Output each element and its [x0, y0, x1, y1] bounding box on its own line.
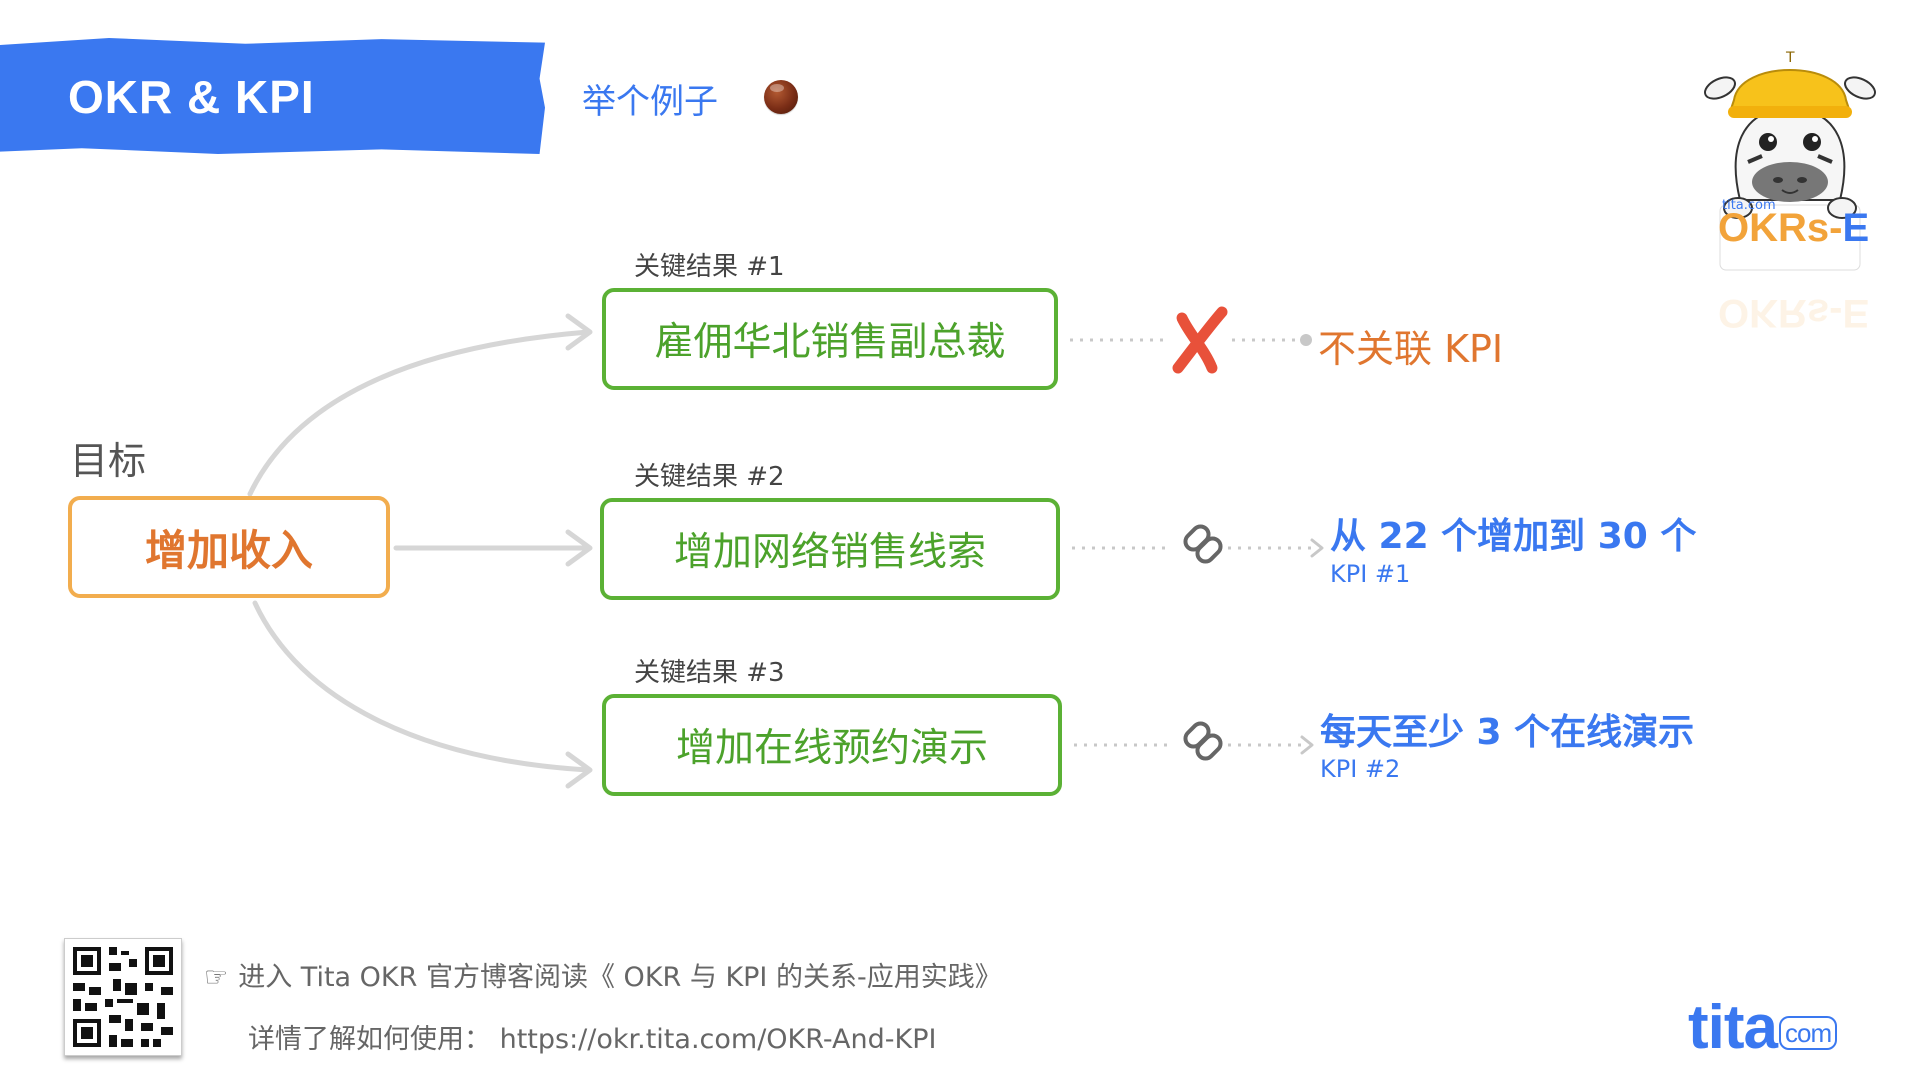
- kr2-caption: 关键结果 #2: [634, 462, 785, 492]
- arrowhead-kr2: [565, 529, 593, 567]
- dotted-arrowhead-kr2: [1310, 538, 1324, 558]
- kr3-kpi-id: KPI #2: [1320, 755, 1401, 783]
- kr3-box: 增加在线预约演示: [602, 694, 1062, 796]
- arrowhead-kr3: [565, 751, 593, 789]
- example-label: 举个例子: [582, 82, 718, 122]
- link-icon-2: [1183, 721, 1223, 761]
- pointing-hand-icon: ☞: [204, 962, 229, 993]
- kr1-box: 雇佣华北销售副总裁: [602, 288, 1058, 390]
- kr3-kpi-text: 每天至少 3 个在线演示: [1320, 712, 1695, 753]
- chestnut-icon: [764, 80, 798, 114]
- footer-line1-text: 进入 Tita OKR 官方博客阅读《 OKR 与 KPI 的关系-应用实践》: [238, 962, 1002, 993]
- kr1-caption: 关键结果 #1: [634, 252, 785, 282]
- dotted-arrowhead-kr3: [1300, 735, 1314, 755]
- mascot-brand-reflection: OKRs-E: [1718, 291, 1870, 335]
- mascot-helmet-letter: T: [1786, 50, 1795, 66]
- kr2-kpi-id: KPI #1: [1330, 560, 1411, 588]
- objective-box: 增加收入: [68, 496, 390, 598]
- kr3-caption: 关键结果 #3: [634, 658, 785, 688]
- kr2-box: 增加网络销售线索: [600, 498, 1060, 600]
- cross-mark-icon: [1172, 306, 1228, 374]
- kr2-kpi-text: 从 22 个增加到 30 个: [1330, 516, 1697, 557]
- connector-to-kr1: [247, 329, 591, 497]
- arrowhead-kr1: [565, 313, 593, 351]
- qr-code: [64, 938, 182, 1056]
- mascot-brand-small: tita.com: [1722, 198, 1776, 213]
- objective-caption: 目标: [70, 439, 147, 483]
- kpi-endpoint-dot: [1300, 334, 1312, 346]
- connector-to-kr3: [252, 600, 591, 773]
- mascot-brand-label: OKRs-E: [1718, 206, 1870, 250]
- page-title: OKR & KPI: [68, 71, 315, 123]
- footer-url[interactable]: 详情了解如何使用： https://okr.tita.com/OKR-And-K…: [248, 1024, 937, 1055]
- zebra-mascot: [1704, 69, 1876, 271]
- header-banner: [0, 38, 545, 154]
- link-icon: [1183, 524, 1223, 564]
- footer-blog-link[interactable]: ☞ 进入 Tita OKR 官方博客阅读《 OKR 与 KPI 的关系-应用实践》: [204, 955, 1002, 994]
- kr1-kpi-text: 不关联 KPI: [1318, 327, 1504, 371]
